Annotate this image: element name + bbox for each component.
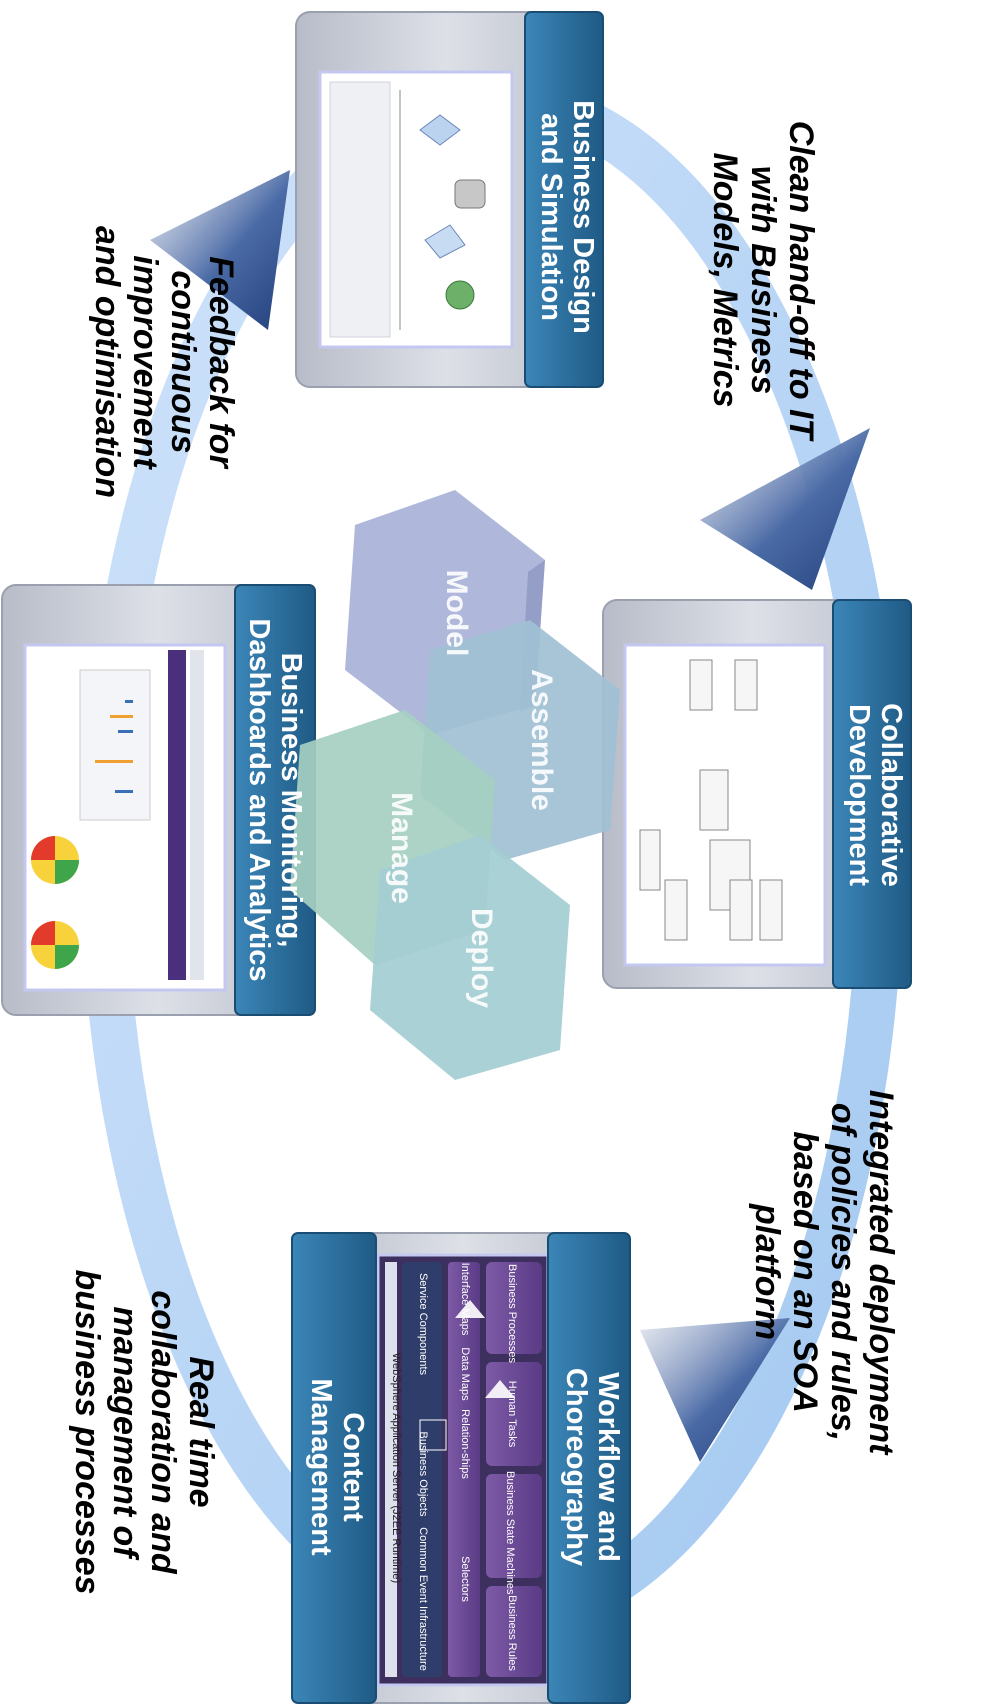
bar-chart-thumbnail bbox=[95, 700, 133, 793]
panel-business-design bbox=[295, 11, 604, 388]
websphere-bottom-block-1: Service Components bbox=[417, 1272, 429, 1376]
websphere-stack bbox=[385, 1262, 542, 1677]
flow-handoff-text: Clean hand-off to IT with Business Model… bbox=[700, 120, 820, 440]
flow-feedback-text: Feedback for continuous improvement and … bbox=[80, 202, 240, 522]
websphere-middle-block-4: Selectors bbox=[459, 1556, 471, 1602]
workflow-choreography-title-line1: Workflow and bbox=[592, 1372, 624, 1562]
websphere-top-block-4: Business Rules bbox=[506, 1595, 518, 1671]
flow-arrow-right-top bbox=[700, 428, 870, 590]
gauge-thumbnail-2 bbox=[31, 921, 79, 969]
flow-feedback-line2: continuous bbox=[164, 270, 202, 454]
workflow-choreography-title: Workflow and Choreography bbox=[554, 1287, 624, 1647]
panel-business-monitoring bbox=[1, 584, 316, 1016]
content-management-title-line2: Management bbox=[305, 1378, 337, 1556]
hex-deploy-shape bbox=[370, 835, 570, 1080]
hex-model-label: Model bbox=[440, 569, 473, 657]
collaborative-development-title-line2: Development bbox=[843, 703, 875, 887]
panel-workflow bbox=[291, 1232, 631, 1704]
business-monitoring-title-line2: Dashboards and Analytics bbox=[243, 618, 275, 982]
flow-realtime-line1: Real time bbox=[182, 1356, 220, 1508]
websphere-middle-block-3: Relation-ships bbox=[459, 1409, 471, 1479]
websphere-middle-block-1: Interface Maps bbox=[459, 1262, 471, 1336]
websphere-top-block-3: Business State Machines bbox=[504, 1471, 516, 1595]
content-management-title: Content Management bbox=[299, 1287, 369, 1647]
flow-handoff-line2: with Business bbox=[744, 165, 782, 395]
flow-deployment-line1: Integrated deployment bbox=[862, 1089, 900, 1455]
websphere-server-label: WebSphere Application Server (J2EE Runti… bbox=[390, 1352, 402, 1584]
flow-deployment-line3: based on an SOA bbox=[786, 1131, 824, 1413]
panel-collaborative-development bbox=[602, 599, 912, 989]
hex-manage-label: Manage bbox=[385, 792, 418, 904]
flow-deployment-text: Integrated deployment of policies and ru… bbox=[740, 1052, 900, 1492]
flow-feedback-line4: and optimisation bbox=[88, 226, 126, 498]
hex-assemble-label: Assemble bbox=[525, 669, 558, 811]
collaborative-development-title-line1: Collaborative bbox=[875, 703, 907, 887]
flow-arrow-right-bottom bbox=[640, 1318, 790, 1462]
websphere-bottom-block-2: Business Objects bbox=[417, 1431, 429, 1517]
flow-feedback-line1: Feedback for bbox=[202, 256, 240, 468]
flow-handoff-line3: Models, Metrics bbox=[706, 152, 744, 408]
websphere-top-block-2: Human Tasks bbox=[506, 1380, 518, 1448]
flow-realtime-line4: business processes bbox=[68, 1269, 106, 1595]
business-design-title: Business Design and Simulation bbox=[529, 57, 599, 377]
collaborative-development-title: Collaborative Development bbox=[837, 635, 907, 955]
flow-deployment-line2: of policies and rules, bbox=[824, 1102, 862, 1442]
gauge-thumbnail-1 bbox=[31, 836, 79, 884]
flow-arrow-left-top bbox=[150, 170, 290, 330]
hex-deploy-label: Deploy bbox=[465, 907, 498, 1009]
business-design-title-line2: and Simulation bbox=[535, 113, 567, 321]
flow-feedback-line3: improvement bbox=[126, 255, 164, 469]
workflow-choreography-title-line2: Choreography bbox=[560, 1367, 592, 1567]
flow-handoff-line1: Clean hand-off to IT bbox=[782, 120, 820, 440]
business-design-title-line1: Business Design bbox=[567, 100, 599, 334]
flow-realtime-line3: management of bbox=[106, 1306, 144, 1558]
business-monitoring-title-line1: Business Monitoring, bbox=[275, 652, 307, 948]
websphere-bottom-block-3: Common Event Infrastructure bbox=[417, 1527, 429, 1671]
flow-realtime-line2: collaboration and bbox=[144, 1290, 182, 1574]
business-monitoring-title: Business Monitoring, Dashboards and Anal… bbox=[237, 600, 307, 1000]
websphere-top-block-1: Business Processes bbox=[506, 1264, 518, 1364]
flow-realtime-text: Real time collaboration and management o… bbox=[60, 1222, 220, 1642]
flow-deployment-line4: platform bbox=[748, 1204, 786, 1340]
content-management-title-line1: Content bbox=[337, 1412, 369, 1522]
